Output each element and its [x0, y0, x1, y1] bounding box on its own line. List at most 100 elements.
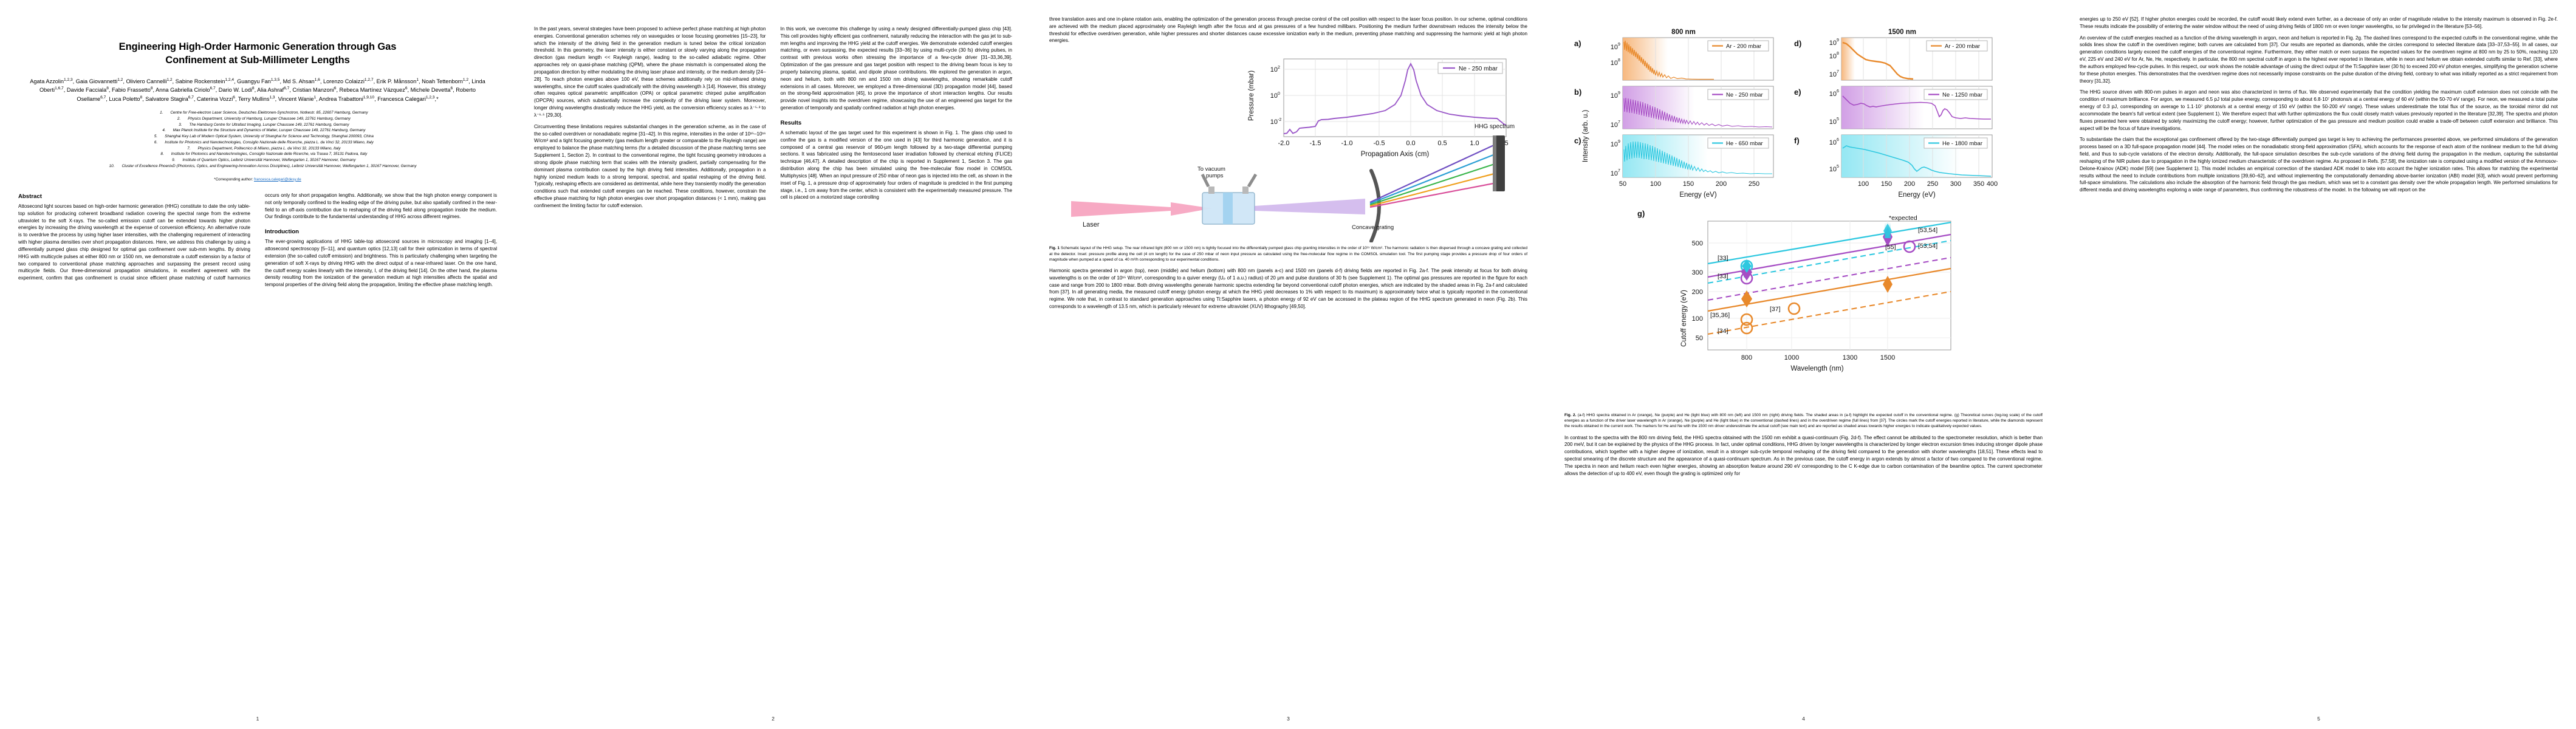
p3-paragraph-1: three translation axes and one in-plane …: [1049, 16, 1527, 44]
fig2g-ref-37: [37]: [1770, 306, 1781, 313]
fig2-panel-c: 10 9 10 7 He - 650 mbar 50 100 150 200: [1611, 134, 1774, 199]
hhg-setup-schematic: Laser To vacuum pumps: [1071, 123, 1515, 243]
page-4-body: 800 nm 1500 nm Intensity (arb. u.) a): [1564, 21, 2043, 477]
page-1: Engineering High-Order Harmonic Generati…: [0, 0, 515, 729]
figure-1: 10 2 10 0 10 -2 -2.0 -1.5 -1.0 -0.5 0.0 …: [1049, 49, 1527, 262]
title-line-1: Engineering High-Order Harmonic Generati…: [118, 41, 397, 52]
fig2-panel-a: 10 9 10 8 Ar - 200 mbar: [1611, 37, 1774, 81]
corresponding-email-link[interactable]: francesca.calegari@desy.de: [254, 177, 301, 182]
svg-text:-0.5: -0.5: [1374, 140, 1385, 147]
pressure-y-axis-label: Pressure (mbar): [1248, 70, 1255, 121]
svg-text:10: 10: [1611, 141, 1618, 148]
page-3: three translation axes and one in-plane …: [1030, 0, 1546, 729]
affiliation-item-10: Cluster of Excellence PhoenixD (Photonic…: [122, 163, 417, 168]
svg-text:10: 10: [1611, 44, 1618, 51]
svg-text:10: 10: [1829, 53, 1837, 60]
fig2-panel-label-a: a): [1574, 39, 1581, 48]
fig2g-ref-34: [34]: [1718, 327, 1728, 335]
svg-text:8: 8: [1837, 52, 1839, 56]
svg-text:0.5: 0.5: [1437, 140, 1447, 147]
hhg-spectrum-label: HHG spectrum: [1475, 123, 1515, 130]
figure-2-svg: 800 nm 1500 nm Intensity (arb. u.) a): [1574, 29, 1998, 372]
svg-text:200: 200: [1716, 180, 1727, 188]
svg-text:1.0: 1.0: [1470, 140, 1479, 147]
fig2-ylabel-left: Intensity (arb. u.): [1582, 110, 1589, 162]
laser-label: Laser: [1083, 221, 1100, 228]
p2-paragraph-3: In this work, we overcome this challenge…: [780, 26, 1013, 111]
introduction-paragraph-1: The ever-growing applications of HHG tab…: [265, 239, 497, 288]
fig2-legend-d: Ar - 200 mbar: [1945, 43, 1980, 50]
figure-2-caption: Fig. 2. (a-f) HHG spectra obtained in Ar…: [1564, 412, 2043, 430]
svg-text:7: 7: [1618, 169, 1620, 173]
svg-text:350: 350: [1973, 180, 1984, 188]
fig2-legend-e: Ne - 1250 mbar: [1942, 92, 1982, 98]
svg-text:-1.0: -1.0: [1341, 140, 1353, 147]
pressure-legend-label: Ne - 250 mbar: [1459, 66, 1498, 72]
results-heading: Results: [780, 119, 802, 126]
svg-text:100: 100: [1650, 180, 1661, 188]
svg-text:10: 10: [1611, 170, 1618, 177]
fig2g-ylabel: Cutoff energy (eV): [1680, 290, 1688, 347]
fig2-panel-e: 10 6 10 5 Ne - 1250 mbar: [1829, 86, 1993, 129]
fig2-legend-c: He - 650 mbar: [1726, 140, 1763, 147]
corresponding-author: *Corresponding author: francesca.calegar…: [18, 177, 497, 182]
affiliation-item-4: Max Planck Institute for the Structure a…: [173, 128, 366, 133]
fig2g-xlabel: Wavelength (nm): [1790, 365, 1843, 372]
figure-1-graphic: 10 2 10 0 10 -2 -2.0 -1.5 -1.0 -0.5 0.0 …: [1049, 49, 1527, 243]
figure-1-caption-label: Fig. 1: [1049, 246, 1060, 251]
fig2g-expected-annotation: *expected: [1889, 214, 1917, 222]
svg-text:10: 10: [1611, 122, 1618, 129]
svg-text:-1.5: -1.5: [1310, 140, 1321, 147]
fig2-panel-g: [33] [33] [35,36] [34] [37]: [1680, 214, 1951, 372]
svg-text:7: 7: [1837, 70, 1839, 74]
svg-text:800: 800: [1741, 354, 1752, 361]
affiliation-item-6: Institute for Photonics and Nanotechnolo…: [165, 140, 374, 145]
affiliation-item-2: Physics Department, University of Hambur…: [188, 116, 351, 121]
page-number-1: 1: [256, 716, 259, 722]
fig2-legend-a: Ar - 200 mbar: [1726, 43, 1761, 50]
corresponding-label: *Corresponding author:: [214, 177, 253, 182]
fig2g-ref-5354-b: [53,54]: [1918, 242, 1937, 250]
affiliation-item-1: Centre for Free-electron Laser Science, …: [170, 111, 368, 115]
page-2-columns: In the past years, several strategies ha…: [534, 26, 1012, 210]
fig2-legend-b: Ne - 250 mbar: [1726, 92, 1763, 98]
svg-text:9: 9: [1618, 140, 1620, 144]
svg-text:7: 7: [1618, 120, 1620, 125]
fig2g-ref-33-b: [33]: [1718, 273, 1728, 280]
figure-1-caption-text: Schematic layout of the HHG setup. The r…: [1049, 246, 1527, 262]
p5-paragraph-2: An overview of the cutoff energies reach…: [2080, 35, 2558, 84]
figure-2-caption-label: Fig. 2.: [1564, 413, 1577, 417]
fig2-title-800nm: 800 nm: [1671, 29, 1696, 36]
vacuum-pumps-label: To vacuum: [1197, 166, 1225, 173]
fig2-panel-label-e: e): [1794, 87, 1801, 97]
fig2g-ref-3536: [35,36]: [1710, 312, 1730, 319]
p5-paragraph-1: energies up to 250 eV [52]. If higher ph…: [2080, 16, 2558, 29]
vacuum-pumps-label-2: pumps: [1206, 173, 1224, 179]
fig2g-ref-33-a: [33]: [1718, 255, 1728, 262]
glass-chip: To vacuum pumps: [1197, 166, 1258, 225]
pressure-plot-svg: 10 2 10 0 10 -2 -2.0 -1.5 -1.0 -0.5 0.0 …: [1248, 58, 1509, 158]
p2-paragraph-2: Circumventing these limitations requires…: [534, 123, 766, 208]
p5-paragraph-4: To substantiate the claim that the excep…: [2080, 137, 2558, 193]
svg-text:0: 0: [1278, 92, 1280, 96]
affiliation-list: Centre for Free-electron Laser Science, …: [43, 110, 473, 169]
page-number-4: 4: [1802, 716, 1805, 722]
page-number-2: 2: [772, 716, 775, 722]
fig2-xlabel-left: Energy (eV): [1679, 191, 1717, 199]
fig2-panel-label-b: b): [1574, 87, 1581, 97]
svg-text:10: 10: [1829, 118, 1837, 126]
svg-text:9: 9: [1618, 43, 1620, 47]
p5-paragraph-3: The HHG source driven with 800-nm pulses…: [2080, 89, 2558, 131]
svg-text:250: 250: [1749, 180, 1759, 188]
affiliation-item-8: Institute for Photonics and Nanotechnolo…: [171, 152, 368, 157]
svg-text:8: 8: [1618, 58, 1620, 63]
page-4: 800 nm 1500 nm Intensity (arb. u.) a): [1546, 0, 2061, 729]
detector: HHG spectrum: [1475, 123, 1515, 192]
abstract-heading: Abstract: [18, 193, 42, 200]
affiliation-item-3: The Hamburg Centre for Ultrafast Imaging…: [189, 122, 349, 127]
fig2-xlabel-right: Energy (eV): [1898, 191, 1936, 199]
fig2-panel-label-c: c): [1574, 136, 1581, 145]
page-3-body: three translation axes and one in-plane …: [1049, 16, 1527, 310]
pressure-x-axis-label: Propagation Axis (cm): [1361, 151, 1430, 158]
